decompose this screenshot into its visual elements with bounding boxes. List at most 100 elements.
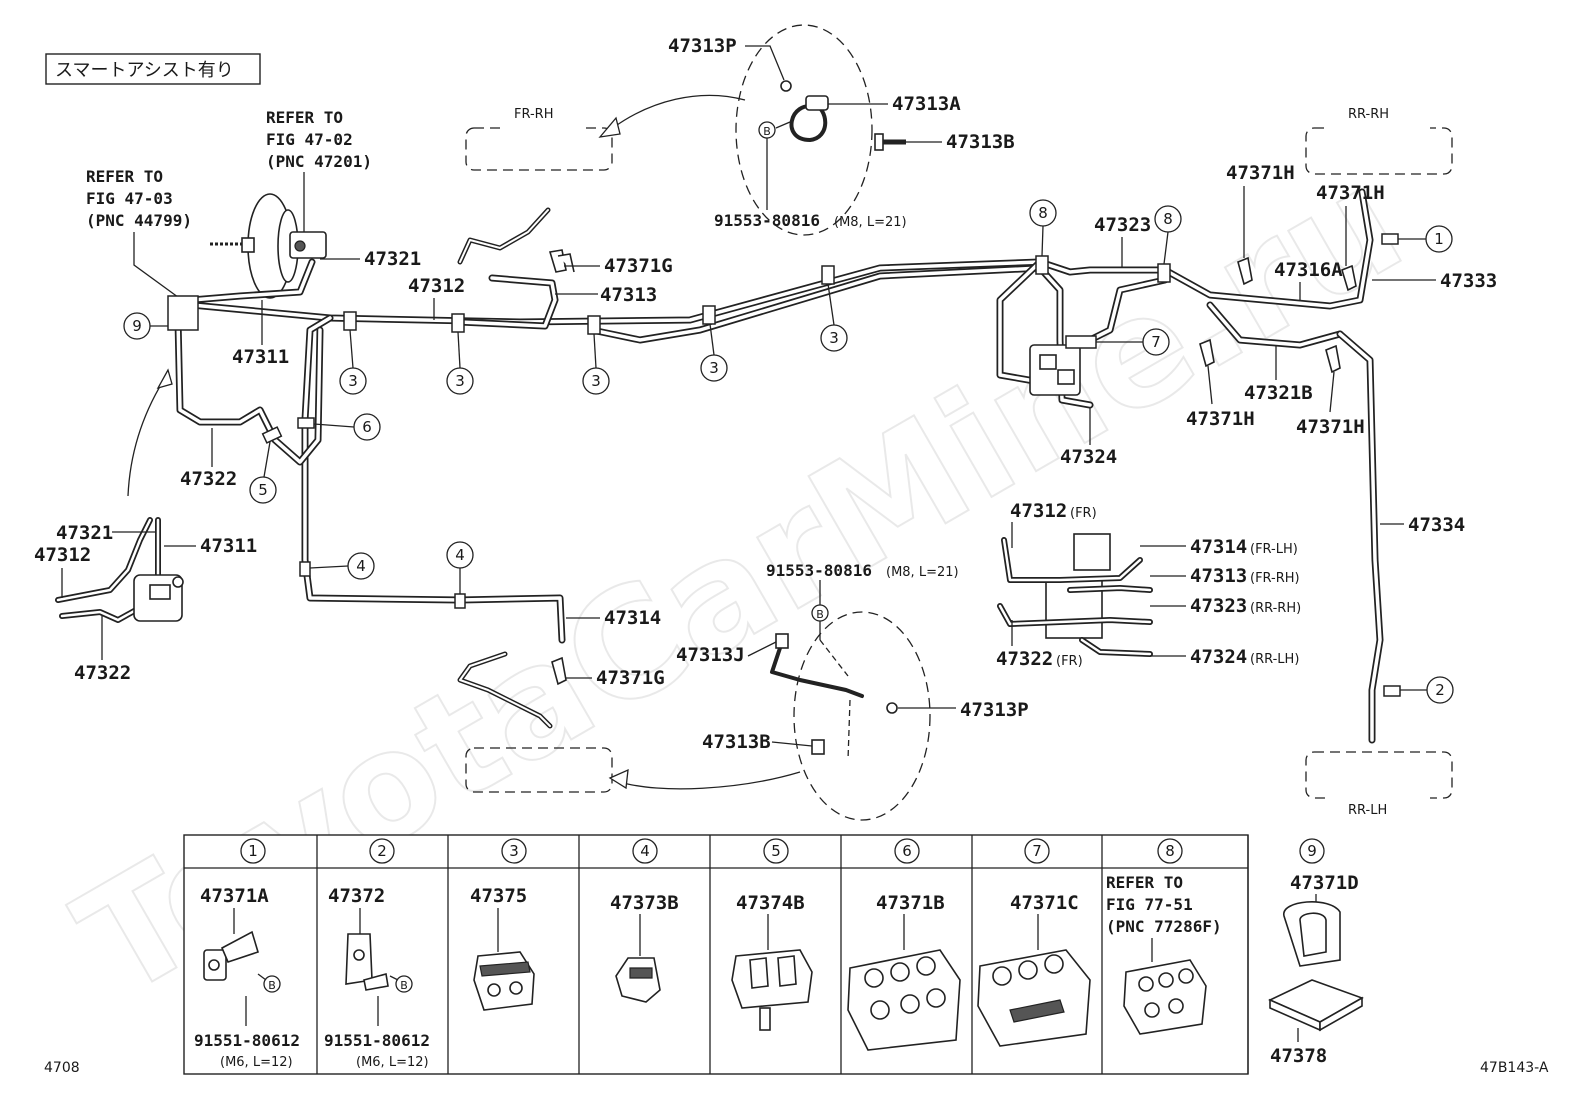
label-47324: 47324 — [1060, 446, 1117, 468]
label-47313A: 47313A — [892, 93, 961, 115]
svg-text:(PNC 44799): (PNC 44799) — [86, 211, 192, 230]
label-47316A: 47316A — [1274, 259, 1343, 281]
svg-text:3: 3 — [829, 329, 839, 347]
footer-right: 47B143-A — [1480, 1060, 1549, 1076]
label-block-47322: 47322 — [996, 648, 1053, 670]
label-47311: 47311 — [232, 346, 289, 368]
label-47371G-bot: 47371G — [596, 667, 665, 689]
svg-text:RR-RH: RR-RH — [1348, 107, 1389, 122]
label-47371G-top: 47371G — [604, 255, 673, 277]
legend-part-47378: 47378 — [1270, 1045, 1327, 1067]
legend-refer-77286F: REFER TO FIG 77-51 (PNC 77286F) — [1106, 873, 1222, 936]
label-bolt-bot: 91553-80816 — [766, 561, 872, 580]
svg-text:REFER TO: REFER TO — [86, 167, 163, 186]
legend-header-8: 8 — [1157, 838, 1183, 864]
svg-text:7: 7 — [1032, 842, 1042, 860]
callout-3e: 3 — [820, 324, 848, 352]
svg-text:9: 9 — [1307, 842, 1317, 860]
legend-part-47371D: 47371D — [1290, 872, 1359, 894]
legend-part-47371C: 47371C — [1010, 892, 1079, 914]
label-detail-47312: 47312 — [34, 544, 91, 566]
svg-text:4: 4 — [455, 546, 465, 564]
svg-text:(FR-LH): (FR-LH) — [1250, 542, 1298, 557]
label-47371H-b: 47371H — [1316, 182, 1385, 204]
callout-4a: 4 — [347, 552, 375, 580]
label-47314: 47314 — [604, 607, 661, 629]
label-47313P-bot: 47313P — [960, 699, 1029, 721]
legend-bolt-2: 91551-80612 — [324, 1031, 430, 1050]
wheel-rr-lh: RR-LH — [1305, 751, 1453, 818]
detail-ellipse-top — [735, 24, 873, 236]
callout-1: 1 — [1425, 225, 1453, 253]
svg-text:3: 3 — [455, 372, 465, 390]
flex-hose-fr-rh — [780, 80, 829, 142]
callout-5: 5 — [249, 476, 277, 504]
svg-text:FIG 47-02: FIG 47-02 — [266, 130, 353, 149]
svg-text:3: 3 — [509, 842, 519, 860]
svg-text:FIG 47-03: FIG 47-03 — [86, 189, 173, 208]
label-detail-47321: 47321 — [56, 522, 113, 544]
callout-3b: 3 — [446, 367, 474, 395]
label-block-47313: 47313 — [1190, 565, 1247, 587]
svg-text:(RR-RH): (RR-RH) — [1250, 601, 1301, 616]
label-47371H-d: 47371H — [1296, 416, 1365, 438]
svg-text:8: 8 — [1165, 842, 1175, 860]
svg-text:5: 5 — [258, 481, 268, 499]
booster-line-detail — [55, 517, 184, 623]
footer-left: 4708 — [44, 1060, 80, 1076]
label-47312: 47312 — [408, 275, 465, 297]
legend-bolt-1: 91551-80612 — [194, 1031, 300, 1050]
svg-text:3: 3 — [591, 372, 601, 390]
svg-text:FR-RH: FR-RH — [514, 107, 553, 122]
label-bolt-top: 91553-80816 — [714, 211, 820, 230]
legend-part-47374B: 47374B — [736, 892, 805, 914]
refer-note-44799: REFER TO FIG 47-03 (PNC 44799) — [86, 167, 192, 230]
label-47323: 47323 — [1094, 214, 1151, 236]
legend-header-7: 7 — [1024, 838, 1050, 864]
callout-2: 2 — [1426, 676, 1454, 704]
label-47333: 47333 — [1440, 270, 1497, 292]
svg-text:REFER TO: REFER TO — [266, 108, 343, 127]
label-47313P-top: 47313P — [668, 35, 737, 57]
svg-text:6: 6 — [902, 842, 912, 860]
legend-header-4: 4 — [632, 838, 658, 864]
arrow-to-fr-rh — [598, 116, 621, 138]
label-detail-47322: 47322 — [74, 662, 131, 684]
label-47313J: 47313J — [676, 644, 745, 666]
clip-47375-icon — [473, 951, 535, 1011]
svg-text:4: 4 — [356, 557, 366, 575]
callout-8b: 8 — [1154, 205, 1182, 233]
legend-header-9: 9 — [1299, 838, 1325, 864]
callout-9: 9 — [123, 312, 151, 340]
svg-text:1: 1 — [248, 842, 258, 860]
callout-3c: 3 — [582, 367, 610, 395]
clip-47371B-icon — [847, 949, 961, 1051]
label-47371H-c: 47371H — [1186, 408, 1255, 430]
legend-header-1: 1 — [240, 838, 266, 864]
label-block-47314: 47314 — [1190, 536, 1247, 558]
svg-text:9: 9 — [132, 317, 142, 335]
svg-text:2: 2 — [1435, 681, 1445, 699]
label-47313B-top: 47313B — [946, 131, 1015, 153]
label-detail-47311: 47311 — [200, 535, 257, 557]
svg-text:(PNC 47201): (PNC 47201) — [266, 152, 372, 171]
clip-47371G-top-icon — [548, 249, 575, 273]
legend-header-2: 2 — [369, 838, 395, 864]
wheel-fr-lh — [465, 747, 613, 793]
callout-4b: 4 — [446, 541, 474, 569]
arrow-to-fr-lh — [608, 768, 629, 790]
clip-47371D-icon — [1283, 901, 1341, 967]
svg-text:RR-LH: RR-LH — [1348, 803, 1387, 818]
variant-note: スマートアシスト有り — [55, 60, 234, 81]
svg-text:8: 8 — [1163, 210, 1173, 228]
clip-47373B-icon — [615, 957, 661, 1003]
svg-text:(FR): (FR) — [1056, 654, 1083, 669]
clip-markers — [167, 233, 1401, 697]
callout-8a: 8 — [1029, 199, 1057, 227]
svg-text:B: B — [816, 608, 824, 621]
detail-ellipse-bottom — [793, 611, 931, 821]
callout-3a: 3 — [339, 367, 367, 395]
label-bolt-top-spec: (M8, L=21) — [834, 215, 907, 230]
label-47322: 47322 — [180, 468, 237, 490]
legend-header-3: 3 — [501, 838, 527, 864]
